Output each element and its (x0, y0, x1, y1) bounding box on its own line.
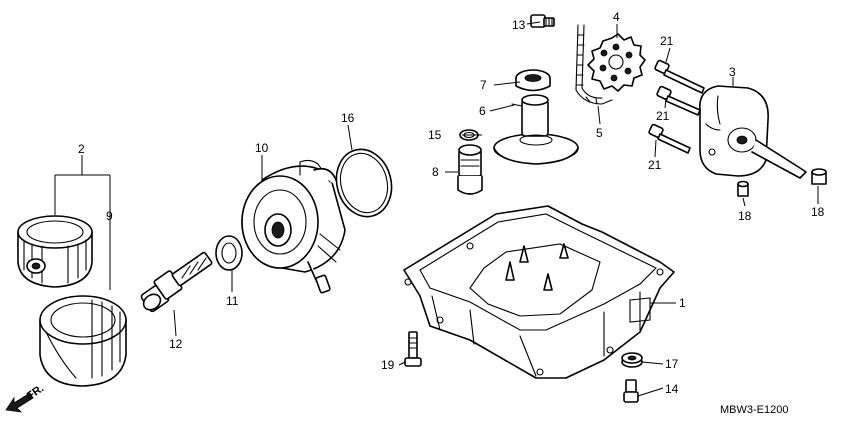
washer-17 (621, 352, 643, 368)
callout-15: 15 (428, 128, 442, 142)
callout-5: 5 (596, 126, 603, 140)
callout-17: 17 (665, 357, 679, 371)
bolt-13 (530, 14, 555, 28)
dowel-pin-18a (737, 180, 749, 197)
callout-13: 13 (512, 18, 526, 32)
callout-8: 8 (432, 165, 439, 179)
callout-3: 3 (729, 65, 736, 79)
oil-cooler-10 (241, 159, 346, 294)
callout-14: 14 (665, 382, 679, 396)
bolt-21-upper (654, 59, 705, 94)
callout-10: 10 (255, 141, 269, 155)
callout-12: 12 (169, 337, 183, 351)
callout-20: 21 (656, 109, 670, 123)
oil-filter-cartridge-9 (39, 295, 127, 387)
callout-9: 9 (106, 209, 113, 223)
sprocket-4 (587, 33, 646, 92)
oil-strainer-6 (493, 94, 579, 165)
callout-1: 1 (679, 296, 686, 310)
oil-pump-3 (699, 85, 807, 179)
leader-lines (54, 21, 819, 397)
callout-2: 2 (78, 142, 85, 156)
seal-washer-11 (215, 235, 243, 271)
callout-21-lower: 21 (648, 158, 662, 172)
oil-pan-1 (403, 205, 675, 379)
callout-19: 19 (381, 358, 395, 372)
callout-18-right: 18 (811, 205, 825, 219)
callout-6: 6 (479, 104, 486, 118)
oil-filter-cartridge-2 (17, 215, 93, 288)
o-ring-16 (335, 148, 393, 218)
bolt-20 (656, 85, 701, 116)
callout-21-upper: 21 (660, 34, 674, 48)
drive-chain-5 (575, 24, 613, 105)
drawing-code: MBW3-E1200 (720, 404, 788, 416)
bolt-21-lower (648, 123, 691, 154)
callout-18-left: 18 (738, 209, 752, 223)
callout-11: 11 (226, 294, 239, 308)
callout-16: 16 (341, 111, 355, 125)
dowel-pin-18b (811, 168, 827, 185)
drain-bolt-14 (623, 379, 639, 403)
callout-7: 7 (480, 78, 487, 92)
oil-strainer-pipe-8 (457, 144, 483, 195)
callout-4: 4 (613, 10, 620, 24)
oil-seal-7 (515, 69, 551, 92)
bolt-19 (404, 331, 422, 367)
front-direction-arrow-icon (5, 392, 34, 413)
oil-cooler-bolt-12 (140, 251, 213, 313)
